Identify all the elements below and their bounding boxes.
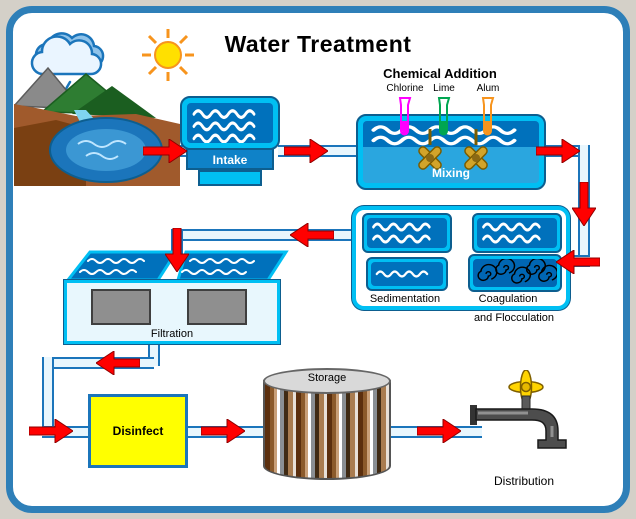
chemical-label-alum: Alum — [476, 83, 500, 94]
storage-tank-icon — [263, 380, 391, 480]
landscape-source-icon — [14, 32, 180, 186]
mixing-label: Mixing — [432, 166, 470, 180]
mixing-tank: Mixing — [356, 114, 546, 190]
pipe-left-down — [42, 357, 54, 433]
sedimentation-label: Sedimentation — [369, 293, 441, 305]
flow-arrow-icon — [417, 419, 461, 443]
waves-icon — [375, 270, 429, 278]
faucet-handle — [508, 370, 544, 410]
coagulation-label: Coagulation — [478, 293, 538, 305]
coagulation-top-tank — [472, 213, 562, 253]
flow-arrow-icon — [536, 139, 580, 163]
flow-arrow-icon — [290, 223, 334, 247]
filter-bed — [91, 289, 151, 325]
intake-tank — [180, 96, 280, 150]
mixer-paddle-icon — [464, 129, 488, 170]
sun-icon — [142, 29, 194, 81]
waves-icon — [482, 222, 541, 244]
flow-arrow-icon — [572, 182, 596, 226]
chemical-label-lime: Lime — [433, 83, 455, 94]
filtration-label: Filtration — [150, 328, 194, 340]
intake-label: Intake — [186, 148, 274, 170]
mixing-water-surface — [363, 121, 539, 147]
disinfect-label: Disinfect — [112, 424, 164, 438]
storage-label: Storage — [307, 372, 347, 384]
mixing-water: Mixing — [363, 121, 539, 183]
distribution-label: Distribution — [493, 474, 555, 488]
sedimentation-water — [371, 262, 443, 286]
coagulation-top-water — [477, 218, 557, 248]
sedimentation-top-water — [367, 218, 447, 248]
flow-arrow-icon — [556, 250, 600, 274]
intake-water — [187, 103, 273, 143]
coagulation-tank — [468, 254, 562, 292]
flow-arrow-icon — [201, 419, 245, 443]
flow-arrow-icon — [29, 419, 73, 443]
waves-icon — [372, 222, 431, 244]
disinfect-box: Disinfect — [88, 394, 188, 468]
chemical-label-chlorine: Chlorine — [386, 83, 424, 94]
chemical-vial-icon — [398, 97, 412, 136]
flow-arrow-icon — [284, 139, 328, 163]
mixer-paddle-icon — [418, 129, 442, 170]
flow-arrow-icon — [143, 139, 187, 163]
flow-arrow-icon — [165, 228, 189, 272]
intake-base — [198, 170, 262, 186]
filtration-unit: Filtration — [64, 280, 280, 344]
page-title: Water Treatment — [224, 31, 412, 57]
flocculation-label: and Flocculation — [473, 312, 555, 324]
waves-icon — [192, 109, 256, 143]
swirl-icon — [477, 259, 557, 284]
sedimentation-top-tank — [362, 213, 452, 253]
chemical-vial-icon — [437, 97, 451, 136]
storage-tank-top — [263, 368, 391, 394]
flow-arrow-icon — [96, 351, 140, 375]
filter-bed — [187, 289, 247, 325]
chemical-addition-heading: Chemical Addition — [383, 66, 497, 81]
sedimentation-tank — [366, 257, 448, 291]
chemical-vial-icon — [481, 97, 495, 136]
faucet-icon — [470, 370, 567, 449]
coagulation-water — [473, 259, 557, 287]
